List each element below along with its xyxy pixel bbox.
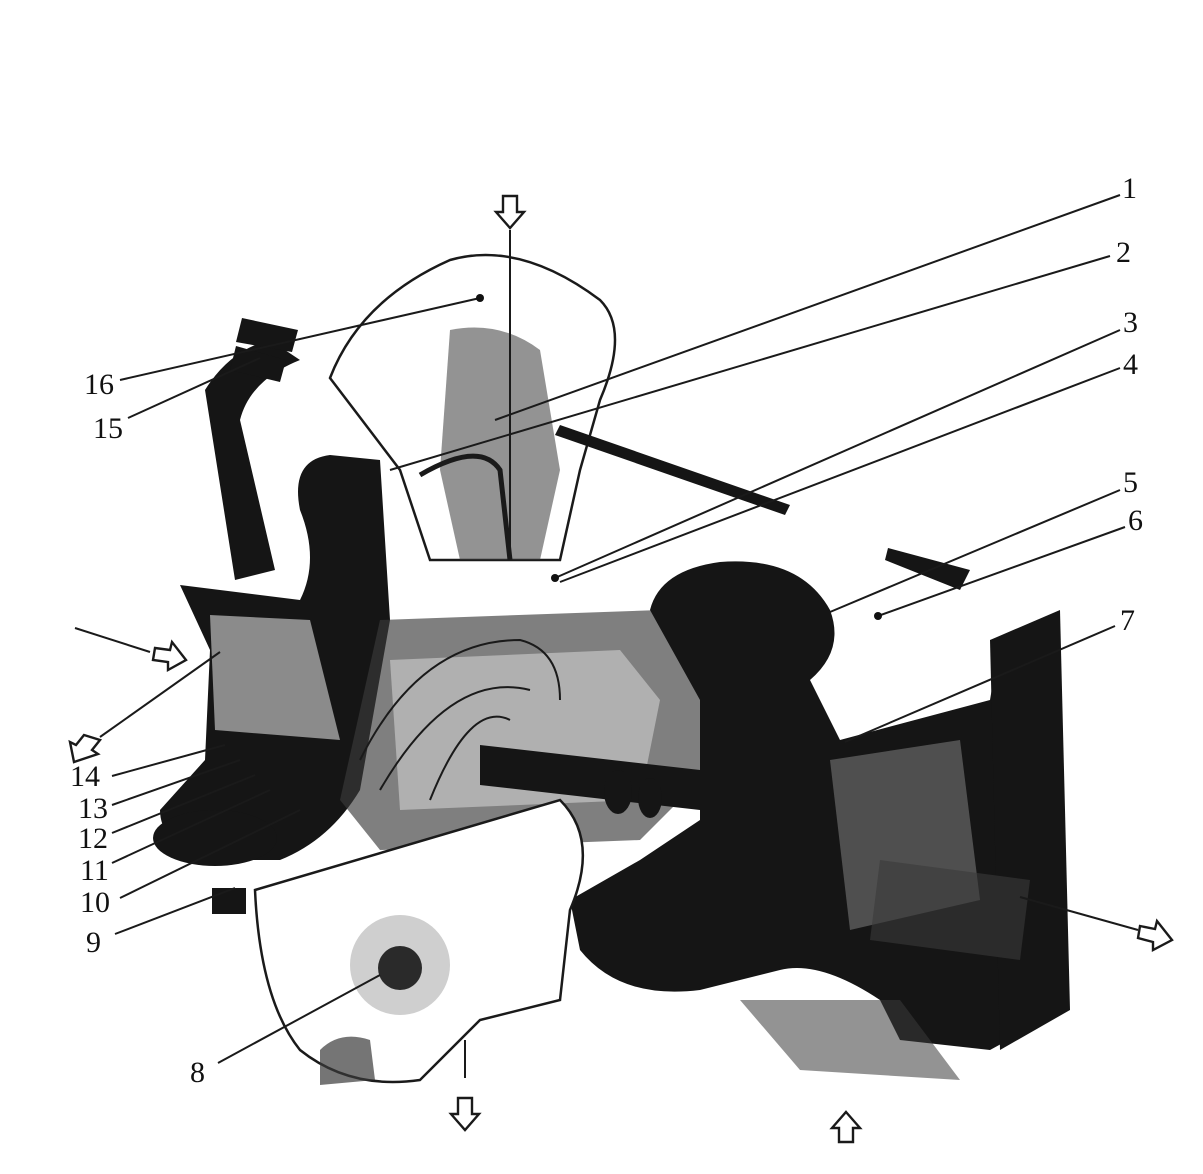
leader-15 — [127, 357, 261, 419]
lower-eye — [378, 946, 422, 990]
callout-4: 4 — [1123, 348, 1138, 381]
callout-labels: 1 2 3 4 5 6 7 8 9 10 11 12 13 14 15 16 — [70, 172, 1143, 1089]
left-inlet-arrow — [151, 639, 188, 673]
hose-clamp-lower — [230, 346, 286, 382]
left-flange — [210, 615, 340, 740]
crank-arm — [418, 453, 513, 561]
left-inlet-line — [74, 627, 151, 653]
leader-7 — [844, 625, 1116, 743]
leader-4 — [559, 367, 1121, 583]
callout-7: 7 — [1120, 604, 1135, 637]
outlet-duct — [870, 860, 1030, 960]
right-fin — [885, 548, 970, 590]
internal-wires — [359, 638, 561, 761]
leader-14 — [111, 744, 226, 777]
left-port — [153, 810, 277, 866]
control-rod — [555, 425, 790, 515]
callout-16: 16 — [84, 368, 114, 401]
right-outlet-line — [1019, 896, 1139, 931]
lower-foot — [320, 1036, 375, 1085]
callout-8: 8 — [190, 1056, 205, 1089]
right-baseplate — [740, 1000, 960, 1080]
callout-5: 5 — [1123, 466, 1138, 499]
callout-14: 14 — [70, 760, 100, 793]
small-bracket — [212, 888, 246, 914]
leader-3-dot — [551, 574, 559, 582]
leader-12 — [111, 774, 256, 834]
leader-9 — [114, 887, 236, 935]
leader-5 — [829, 489, 1121, 613]
right-outlet-arrow — [1136, 918, 1174, 952]
leader-11 — [111, 789, 271, 864]
callout-10: 10 — [80, 886, 110, 919]
bottom-outlet-arrow — [448, 1096, 482, 1132]
callout-6: 6 — [1128, 504, 1143, 537]
leader-lines — [111, 194, 1126, 1064]
leader-1 — [494, 194, 1121, 421]
callout-2: 2 — [1116, 236, 1131, 269]
upper-housing-shadow — [440, 327, 560, 560]
shaft-nut-1 — [604, 770, 632, 814]
callout-12: 12 — [78, 822, 108, 855]
left-outlet-line — [99, 651, 221, 738]
bottom-inlet-arrow — [829, 1110, 863, 1144]
leader-16 — [119, 297, 481, 381]
flow-arrows — [68, 194, 1174, 1144]
inlet-hose — [205, 340, 300, 580]
leader-6-dot — [874, 612, 882, 620]
callout-11: 11 — [80, 854, 109, 887]
leader-3 — [554, 329, 1121, 579]
machine-illustration — [153, 253, 1070, 1085]
callout-3: 3 — [1123, 306, 1138, 339]
leader-6 — [877, 526, 1126, 617]
leader-13 — [111, 759, 241, 806]
leader-10 — [119, 809, 301, 899]
leader-8 — [217, 974, 381, 1064]
top-inlet-arrow — [493, 194, 527, 230]
internal-wires-2 — [379, 686, 531, 791]
right-outlet-flange — [990, 610, 1070, 1050]
left-outlet-arrow — [68, 733, 103, 764]
callout-1: 1 — [1122, 172, 1137, 205]
shaft-nut-2 — [638, 778, 662, 818]
leader-16-dot — [476, 294, 484, 302]
leader-2 — [389, 255, 1111, 471]
internal-wires-3 — [429, 715, 511, 801]
callout-9: 9 — [86, 926, 101, 959]
callout-13: 13 — [78, 792, 108, 825]
callout-15: 15 — [93, 412, 123, 445]
